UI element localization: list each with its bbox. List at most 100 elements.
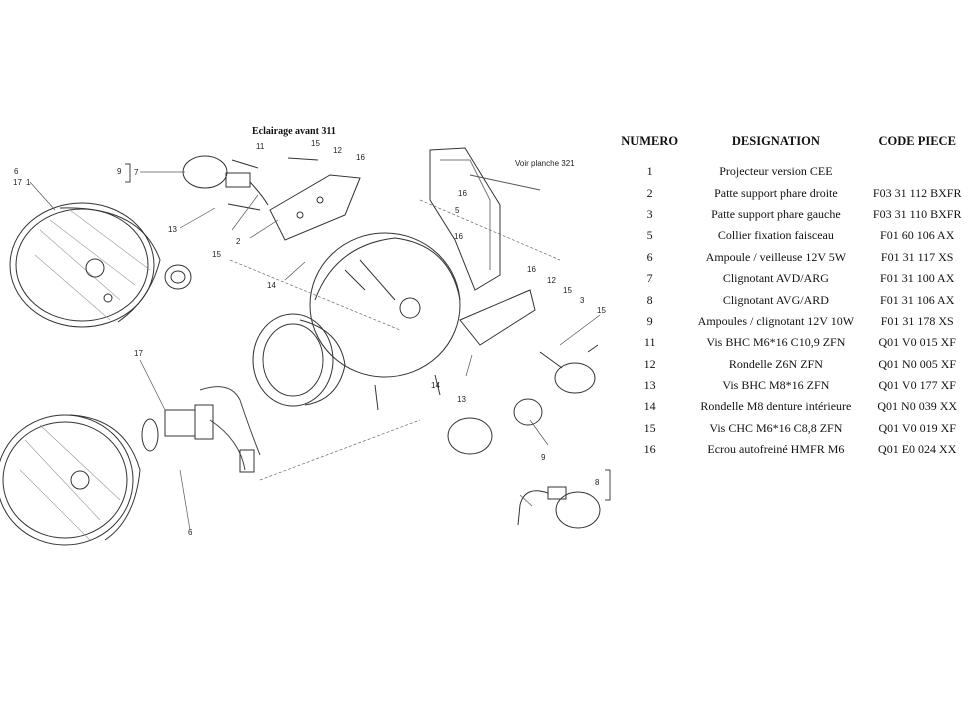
cell-code: Q01 V0 019 XF bbox=[878, 420, 956, 435]
callout-label: 8 bbox=[595, 478, 600, 487]
callout-label: 16 bbox=[454, 232, 463, 241]
cell-number: 11 bbox=[643, 335, 656, 350]
cell-designation: Clignotant AVD/ARG bbox=[722, 271, 829, 286]
callout-label: 3 bbox=[580, 296, 585, 305]
callout-label: 14 bbox=[267, 281, 276, 290]
callout-label: 11 bbox=[256, 142, 265, 151]
callout-label: 6 bbox=[188, 528, 193, 537]
turn-signal-upper bbox=[182, 155, 269, 206]
cell-designation: Clignotant AVG/ARD bbox=[722, 292, 829, 307]
cell-designation: Patte support phare gauche bbox=[711, 206, 841, 221]
cell-code: F03 31 110 BXFR bbox=[872, 206, 962, 221]
table-row: 2 Patte support phare droite F03 31 112 BX… bbox=[612, 182, 970, 203]
callout-label: 9 bbox=[117, 167, 122, 176]
callout-label: 13 bbox=[168, 225, 177, 234]
cell-code: F01 60 106 AX bbox=[880, 228, 955, 243]
cell-designation: Vis CHC M6*16 C8,8 ZFN bbox=[709, 420, 843, 435]
callout-label: 15 bbox=[212, 250, 221, 259]
table-row: 14 Rondelle M8 denture intérieure Q01 N0 0… bbox=[612, 396, 970, 417]
callout-label: 16 bbox=[458, 189, 467, 198]
callout-label: 7 bbox=[134, 168, 139, 177]
headlamp-shell bbox=[309, 232, 461, 378]
screw-11 bbox=[227, 157, 319, 211]
table-row: 8 Clignotant AVG/ARD F01 31 106 AX bbox=[612, 289, 970, 310]
cell-number: 3 bbox=[646, 206, 653, 221]
table-row: 13 Vis BHC M8*16 ZFN Q01 V0 177 XF bbox=[612, 375, 970, 396]
grommet bbox=[164, 264, 192, 290]
callout-label: 5 bbox=[455, 206, 460, 215]
callout-label: 12 bbox=[333, 146, 342, 155]
table-row: 16 Ecrou autofreiné HMFR M6 Q01 E0 024 XX bbox=[612, 439, 970, 460]
cell-designation: Rondelle Z6N ZFN bbox=[728, 356, 823, 371]
cell-number: 15 bbox=[643, 420, 656, 435]
table-row: 15 Vis CHC M6*16 C8,8 ZFN Q01 V0 019 XF bbox=[612, 418, 970, 439]
diagram-title: Eclairage avant 311 bbox=[252, 126, 336, 137]
exploded-diagram: Eclairage avant 311 Voir planche 321 6 1… bbox=[0, 126, 611, 546]
cell-number: 6 bbox=[646, 249, 653, 264]
cell-number: 16 bbox=[643, 442, 656, 457]
header-number: NUMERO bbox=[621, 134, 679, 148]
parts-table: NUMERO DESIGNATION CODE PIECE 1 Projecteu… bbox=[612, 134, 970, 460]
callout-label: 15 bbox=[311, 139, 320, 148]
bracket-2 bbox=[269, 174, 361, 241]
cell-code: Q01 V0 015 XF bbox=[878, 335, 956, 350]
cell-number: 1 bbox=[646, 164, 653, 179]
header-designation: DESIGNATION bbox=[731, 134, 820, 148]
callout-label: 2 bbox=[236, 237, 241, 246]
callout-label: 1 bbox=[26, 178, 31, 187]
cell-number: 13 bbox=[643, 378, 656, 393]
table-row: 3 Patte support phare gauche F03 31 110 BX… bbox=[612, 204, 970, 225]
headlamp-upper-left bbox=[9, 202, 161, 328]
cell-number: 7 bbox=[646, 271, 653, 286]
turn-signal-lower-right bbox=[447, 351, 601, 529]
callout-label: 17 bbox=[134, 349, 143, 358]
cell-code: Q01 V0 177 XF bbox=[878, 378, 956, 393]
cell-number: 5 bbox=[646, 228, 653, 243]
cell-designation: Ecrou autofreiné HMFR M6 bbox=[707, 442, 845, 457]
cell-code: F03 31 112 BXFR bbox=[872, 185, 962, 200]
bracket-3 bbox=[459, 289, 536, 346]
table-row: 12 Rondelle Z6N ZFN Q01 N0 005 XF bbox=[612, 354, 970, 375]
callout-label: 16 bbox=[356, 153, 365, 162]
cell-designation: Vis BHC M6*16 C10,9 ZFN bbox=[706, 335, 846, 350]
cell-designation: Vis BHC M8*16 ZFN bbox=[722, 378, 830, 393]
cell-designation: Patte support phare droite bbox=[714, 185, 838, 200]
callout-label: 15 bbox=[597, 306, 606, 315]
callout-label: 9 bbox=[541, 453, 546, 462]
callout-label: 14 bbox=[431, 381, 440, 390]
cell-number: 2 bbox=[646, 185, 653, 200]
table-row: 1 Projecteur version CEE bbox=[612, 161, 970, 182]
bulb-17 bbox=[164, 404, 255, 473]
cell-number: 8 bbox=[646, 292, 653, 307]
reference-note: Voir planche 321 bbox=[515, 159, 575, 168]
cell-number: 14 bbox=[643, 399, 656, 414]
header-code: CODE PIECE bbox=[878, 134, 956, 148]
callout-label: 13 bbox=[457, 395, 466, 404]
cell-designation: Projecteur version CEE bbox=[719, 164, 833, 179]
callout-label: 16 bbox=[527, 265, 536, 274]
cell-code: F01 31 117 XS bbox=[880, 249, 954, 264]
cell-code: Q01 E0 024 XX bbox=[878, 442, 957, 457]
cell-code: F01 31 106 AX bbox=[880, 292, 955, 307]
callout-label: 6 bbox=[14, 167, 19, 176]
table-header-row: NUMERO DESIGNATION CODE PIECE bbox=[612, 134, 970, 161]
cell-designation: Ampoules / clignotant 12V 10W bbox=[697, 313, 855, 328]
cell-designation: Collier fixation faisceau bbox=[717, 228, 834, 243]
callout-label: 15 bbox=[563, 286, 572, 295]
cell-number: 12 bbox=[643, 356, 656, 371]
table-row: 11 Vis BHC M6*16 C10,9 ZFN Q01 V0 015 XF bbox=[612, 332, 970, 353]
cell-code: Q01 N0 039 XX bbox=[877, 399, 958, 414]
cell-number: 9 bbox=[646, 313, 653, 328]
callout-label: 17 bbox=[13, 178, 22, 187]
reflector bbox=[252, 313, 346, 407]
table-row: 5 Collier fixation faisceau F01 60 106 AX bbox=[612, 225, 970, 246]
cell-designation: Rondelle M8 denture intérieure bbox=[700, 399, 852, 414]
frame-support bbox=[429, 147, 501, 291]
callout-labels: 6 17 1 9 7 11 15 12 16 13 15 2 14 16 5 1… bbox=[13, 139, 606, 537]
cell-code: Q01 N0 005 XF bbox=[878, 356, 957, 371]
cell-code bbox=[864, 161, 970, 182]
cell-code: F01 31 100 AX bbox=[880, 271, 955, 286]
headlamp-lower-left bbox=[0, 414, 159, 546]
